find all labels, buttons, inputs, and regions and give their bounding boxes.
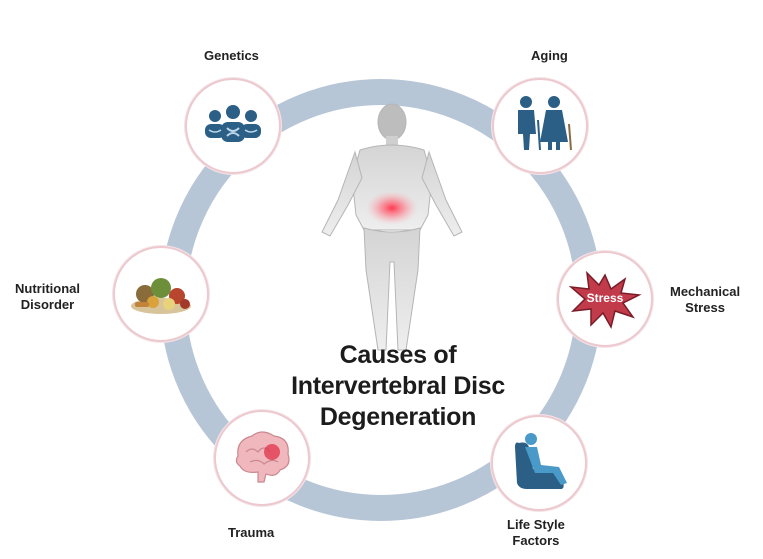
aging-node xyxy=(492,78,588,174)
lower-back-pain-highlight xyxy=(366,191,418,225)
title-line3: Degeneration xyxy=(319,403,477,431)
recliner-person-icon xyxy=(515,433,567,489)
nutritional-label-line1: Nutritional xyxy=(15,281,80,296)
human-figure xyxy=(321,103,463,351)
diagram-title: Causes of Intervertebral Disc Degenerati… xyxy=(248,340,548,433)
mechanical-stress-node: Stress xyxy=(557,251,653,347)
aging-label: Aging xyxy=(531,48,568,63)
trauma-node xyxy=(214,410,310,506)
brain-injury-icon xyxy=(235,431,290,483)
nutritional-node xyxy=(113,246,209,342)
mechanical-label-line1: Mechanical xyxy=(670,284,741,299)
stress-badge-text: Stress xyxy=(586,291,624,305)
nutritional-label: Nutritional Disorder xyxy=(15,281,80,313)
dna-people-icon xyxy=(205,105,261,142)
lifestyle-label-line2: Factors xyxy=(512,533,560,548)
genetics-node xyxy=(185,78,281,174)
genetics-label: Genetics xyxy=(204,48,259,63)
title-line1: Causes of xyxy=(339,341,457,369)
nutritional-label-line2: Disorder xyxy=(20,297,75,312)
lifestyle-label-line1: Life Style xyxy=(507,517,565,532)
elderly-couple-icon xyxy=(518,96,572,151)
lifestyle-node xyxy=(491,415,587,511)
mechanical-label-line2: Stress xyxy=(685,300,725,315)
mechanical-stress-label: Mechanical Stress xyxy=(670,284,740,316)
title-line2: Intervertebral Disc xyxy=(291,372,505,400)
lifestyle-label: Life Style Factors xyxy=(507,517,565,549)
food-pile-icon xyxy=(131,278,191,314)
stress-burst-icon xyxy=(568,270,642,329)
trauma-label: Trauma xyxy=(228,525,275,540)
